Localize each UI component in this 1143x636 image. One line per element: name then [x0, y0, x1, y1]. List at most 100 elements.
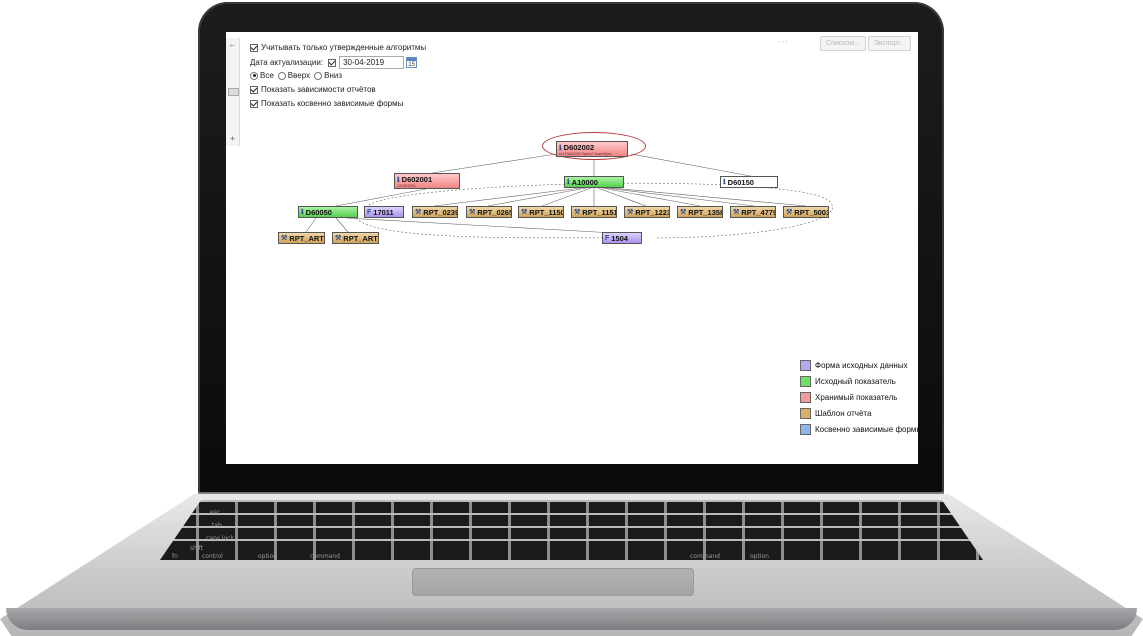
legend-item: Форма исходных данных [800, 360, 908, 371]
graph-edge [630, 153, 757, 178]
legend-label: Шаблон отчёта [815, 409, 872, 418]
radio-down[interactable] [314, 71, 323, 80]
radio-up[interactable] [277, 71, 286, 80]
show-indirect-forms-checkbox[interactable] [250, 99, 258, 108]
graph-node-report[interactable]: ⚒RPT_1223 [624, 206, 670, 218]
app-screen: ← + • • • Списком... Экспорт... Учитыват… [226, 32, 918, 464]
node-label: RPT_0265 [477, 207, 512, 217]
graph-edge [605, 187, 755, 207]
key-row [160, 528, 983, 539]
direction-radio-group: Все Вверх Вниз [250, 71, 342, 80]
show-report-deps-label: Показать зависимости отчётов [261, 85, 376, 94]
indicator-icon: ℹ [397, 176, 400, 184]
legend-item: Косвенно зависимые формы [800, 424, 918, 435]
graph-node-report[interactable]: ⚒RPT_1150 [518, 206, 564, 218]
report-template-icon: ⚒ [521, 209, 528, 216]
date-checkbox[interactable] [328, 58, 337, 67]
graph-edge [487, 187, 587, 207]
node-label: RPT_4779 [741, 207, 776, 217]
graph-edge [335, 217, 349, 233]
report-template-icon: ⚒ [335, 235, 342, 242]
export-button[interactable]: Экспорт... [868, 36, 912, 51]
node-label: RPT_5003 [794, 207, 829, 217]
show-indirect-forms-option[interactable]: Показать косвенно зависимые формы [250, 99, 403, 108]
trackpad [412, 568, 694, 596]
zoom-slider-thumb[interactable] [228, 88, 239, 96]
graph-node-report[interactable]: ⚒RPT_0239 [412, 206, 458, 218]
indicator-icon: ℹ [567, 179, 570, 186]
form-icon: F [605, 234, 610, 242]
graph-node-report[interactable]: ⚒RPT_0265 [466, 206, 512, 218]
show-report-deps-checkbox[interactable] [250, 85, 258, 94]
legend-item: Хранимый показатель [800, 392, 897, 403]
graph-edge [597, 187, 647, 207]
selected-node-highlight [542, 132, 646, 160]
node-label: RPT_1358 [688, 207, 723, 217]
date-input[interactable]: 30-04-2019 [339, 56, 405, 69]
report-template-icon: ⚒ [680, 209, 687, 216]
legend-item: Шаблон отчёта [800, 408, 871, 419]
graph-edge [335, 188, 427, 207]
list-button[interactable]: Списком... [820, 36, 866, 51]
report-template-icon: ⚒ [469, 209, 476, 216]
key-row [160, 552, 983, 560]
indicator-icon: ℹ [301, 209, 304, 216]
node-label: RPT_1150 [529, 207, 564, 217]
key-row [160, 515, 983, 526]
node-sublabel: 12345/2000 [397, 184, 416, 188]
legend-swatch [800, 392, 811, 403]
report-template-icon: ⚒ [627, 209, 634, 216]
legend-swatch [800, 424, 811, 435]
node-label: RPT_1151 [582, 207, 617, 217]
show-indirect-forms-label: Показать косвенно зависимые формы [261, 99, 404, 108]
zoom-out-icon[interactable]: ← [228, 40, 237, 49]
graph-node-report-art[interactable]: ⚒RPT_ART_C [332, 232, 379, 244]
date-label: Дата актуализации: [250, 58, 324, 67]
graph-edge [425, 153, 557, 175]
graph-node-report-art[interactable]: ⚒RPT_ART_C [278, 232, 325, 244]
key-label: esc [210, 509, 221, 516]
calendar-icon[interactable]: 15 [406, 57, 418, 68]
graph-node-report[interactable]: ⚒RPT_1358 [677, 206, 723, 218]
key-row [160, 502, 983, 513]
zoom-in-icon[interactable]: + [230, 134, 235, 143]
node-label: RPT_1223 [635, 207, 670, 217]
approved-only-label: Учитывать только утвержденные алгоритмы [261, 43, 427, 52]
legend-swatch [800, 376, 811, 387]
node-label: D602002 [563, 143, 595, 152]
approved-only-option[interactable]: Учитывать только утвержденные алгоритмы [250, 43, 426, 52]
node-label: D60050 [305, 207, 332, 217]
legend-label: Исходный показатель [815, 377, 896, 386]
node-label: A10000 [571, 177, 598, 187]
graph-edge [433, 187, 582, 207]
graph-node-report[interactable]: ⚒RPT_5003 [783, 206, 829, 218]
graph-edge [305, 217, 317, 233]
graph-node-report[interactable]: ⚒RPT_4779 [730, 206, 776, 218]
laptop-base-edge [6, 608, 1137, 630]
radio-down-label: Вниз [324, 71, 342, 80]
node-label: D60150 [727, 177, 754, 187]
toolbar-ghost: • • • [778, 40, 788, 46]
graph-edge [345, 217, 615, 234]
node-sublabel: id 12345/2000 Spec/2 Тrans/Spec [559, 152, 612, 156]
graph-edge [601, 187, 701, 207]
legend-swatch [800, 360, 811, 371]
approved-only-checkbox[interactable] [250, 43, 258, 52]
node-label: RPT_ART_C [289, 233, 324, 243]
graph-edge [355, 217, 612, 239]
legend-swatch [800, 408, 811, 419]
show-report-deps-option[interactable]: Показать зависимости отчётов [250, 85, 376, 94]
graph-edge [610, 187, 807, 207]
node-label: 1504 [611, 233, 628, 243]
node-label: RPT_0239 [423, 207, 458, 217]
graph-node-report[interactable]: ⚒RPT_1151 [571, 206, 617, 218]
radio-all[interactable] [250, 71, 258, 80]
zoom-bar: ← + [226, 38, 240, 146]
